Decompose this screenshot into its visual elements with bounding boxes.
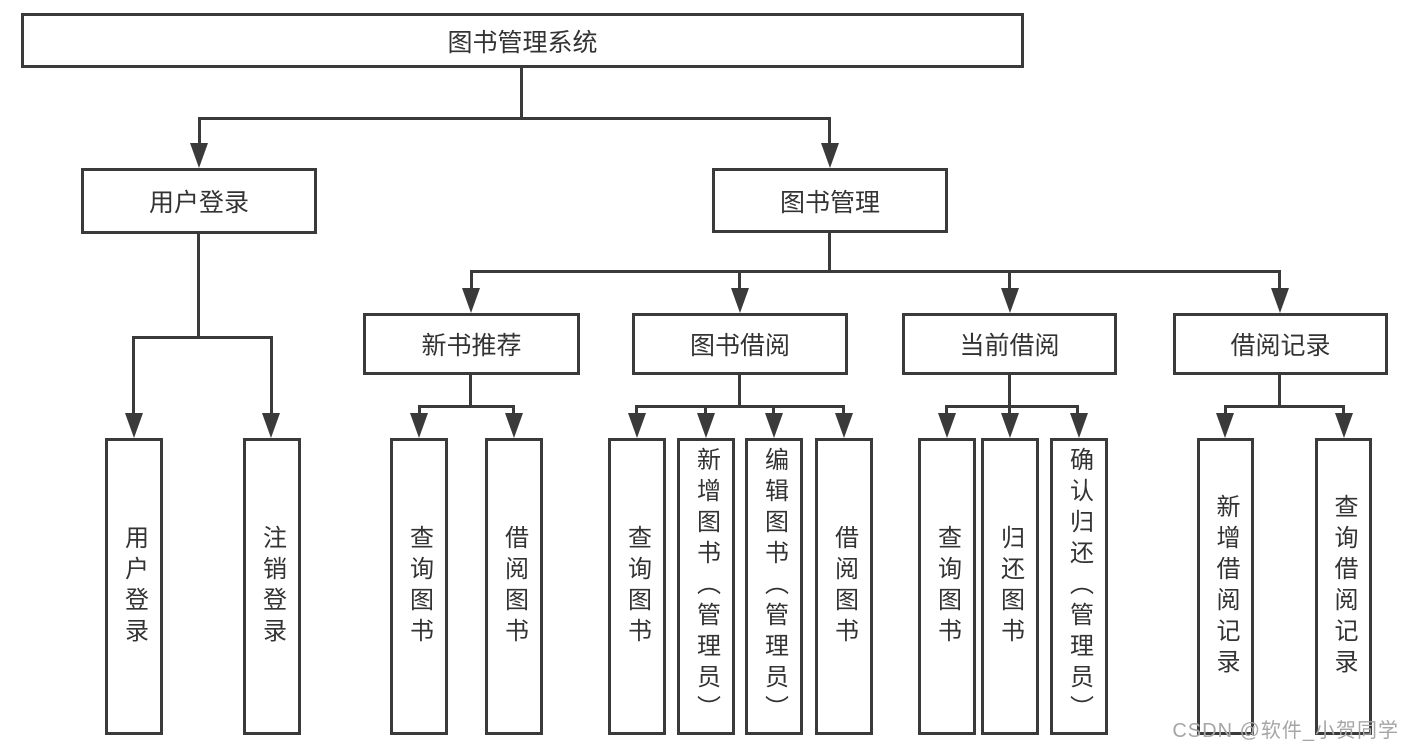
leaf-current-confirm-return-admin: 确认归还（管理员） xyxy=(1050,438,1108,735)
connector-drop-borrowing-records xyxy=(1278,270,1281,293)
leaf-recommend-query-books: 查询图书 xyxy=(390,438,448,735)
arrow-down-icon xyxy=(410,413,428,438)
leaf-current-query-books: 查询图书 xyxy=(918,438,976,735)
connector-drop-recommend-borrow xyxy=(512,405,515,420)
arrow-down-icon xyxy=(697,413,715,438)
connector-drop-current-return xyxy=(1008,405,1011,420)
node-book-management: 图书管理 xyxy=(712,168,948,233)
connector-drop-new-book-recommendation xyxy=(470,270,473,293)
leaf-logout: 注销登录 xyxy=(243,438,301,735)
leaf-recommend-borrow-books: 借阅图书 xyxy=(485,438,543,735)
connector-drop-leaf-user-login xyxy=(132,336,135,420)
connector-borrowing-bus xyxy=(635,405,844,408)
leaf-borrowing-query-books: 查询图书 xyxy=(608,438,666,735)
connector-drop-borrowing-add xyxy=(704,405,707,420)
connector-book-management-stem xyxy=(828,233,831,272)
arrow-down-icon xyxy=(1335,413,1353,438)
arrow-down-icon xyxy=(1070,413,1088,438)
connector-drop-borrowing-edit xyxy=(772,405,775,420)
arrow-down-icon xyxy=(628,413,646,438)
connector-records-bus xyxy=(1224,405,1344,408)
connector-drop-recommend-query xyxy=(418,405,421,420)
arrow-down-icon xyxy=(505,413,523,438)
arrow-down-icon xyxy=(821,143,839,168)
connector-root-bus xyxy=(198,117,831,120)
connector-drop-current-borrowing xyxy=(1008,270,1011,293)
connector-user-login-bus xyxy=(132,336,272,339)
node-book-borrowing: 图书借阅 xyxy=(632,313,848,375)
arrow-down-icon xyxy=(190,143,208,168)
arrow-down-icon xyxy=(938,413,956,438)
leaf-user-login: 用户登录 xyxy=(105,438,163,735)
leaf-borrowing-borrow-books: 借阅图书 xyxy=(815,438,873,735)
arrow-down-icon xyxy=(731,288,749,313)
connector-drop-user-login xyxy=(198,117,201,147)
arrow-down-icon xyxy=(1216,413,1234,438)
arrow-down-icon xyxy=(1001,288,1019,313)
connector-drop-records-query xyxy=(1342,405,1345,420)
connector-recommendation-bus xyxy=(418,405,515,408)
connector-borrowing-stem xyxy=(738,375,741,408)
leaf-borrowing-add-books-admin: 新增图书（管理员） xyxy=(677,438,735,735)
leaf-records-add-record: 新增借阅记录 xyxy=(1197,438,1254,735)
arrow-down-icon xyxy=(1271,288,1289,313)
arrow-down-icon xyxy=(125,413,143,438)
arrow-down-icon xyxy=(262,413,280,438)
leaf-records-query-record: 查询借阅记录 xyxy=(1315,438,1372,735)
leaf-current-return-books: 归还图书 xyxy=(981,438,1039,735)
arrow-down-icon xyxy=(462,288,480,313)
connector-drop-borrowing-query xyxy=(635,405,638,420)
connector-recommendation-stem xyxy=(469,375,472,408)
connector-drop-current-query xyxy=(945,405,948,420)
arrow-down-icon xyxy=(765,413,783,438)
csdn-watermark: CSDN @软件_小贺同学 xyxy=(1172,720,1399,742)
arrow-down-icon xyxy=(835,413,853,438)
connector-drop-borrowing-borrow xyxy=(842,405,845,420)
connector-drop-current-confirm xyxy=(1076,405,1079,420)
node-borrowing-records: 借阅记录 xyxy=(1173,313,1388,375)
connector-current-bus xyxy=(945,405,1079,408)
node-library-management-system: 图书管理系统 xyxy=(21,13,1024,68)
arrow-down-icon xyxy=(1001,413,1019,438)
leaf-borrowing-edit-books-admin: 编辑图书（管理员） xyxy=(745,438,803,735)
node-user-login: 用户登录 xyxy=(81,168,317,234)
connector-drop-book-borrowing xyxy=(738,270,741,293)
connector-drop-leaf-logout xyxy=(270,336,273,420)
connector-drop-book-management xyxy=(828,117,831,147)
connector-drop-records-add xyxy=(1224,405,1227,420)
connector-current-stem xyxy=(1008,375,1011,408)
node-current-borrowing: 当前借阅 xyxy=(902,313,1117,375)
connector-records-stem xyxy=(1278,375,1281,408)
connector-root-stem xyxy=(520,68,523,118)
connector-book-management-bus xyxy=(470,270,1281,273)
node-new-book-recommendation: 新书推荐 xyxy=(363,313,580,375)
connector-user-login-stem xyxy=(197,234,200,338)
